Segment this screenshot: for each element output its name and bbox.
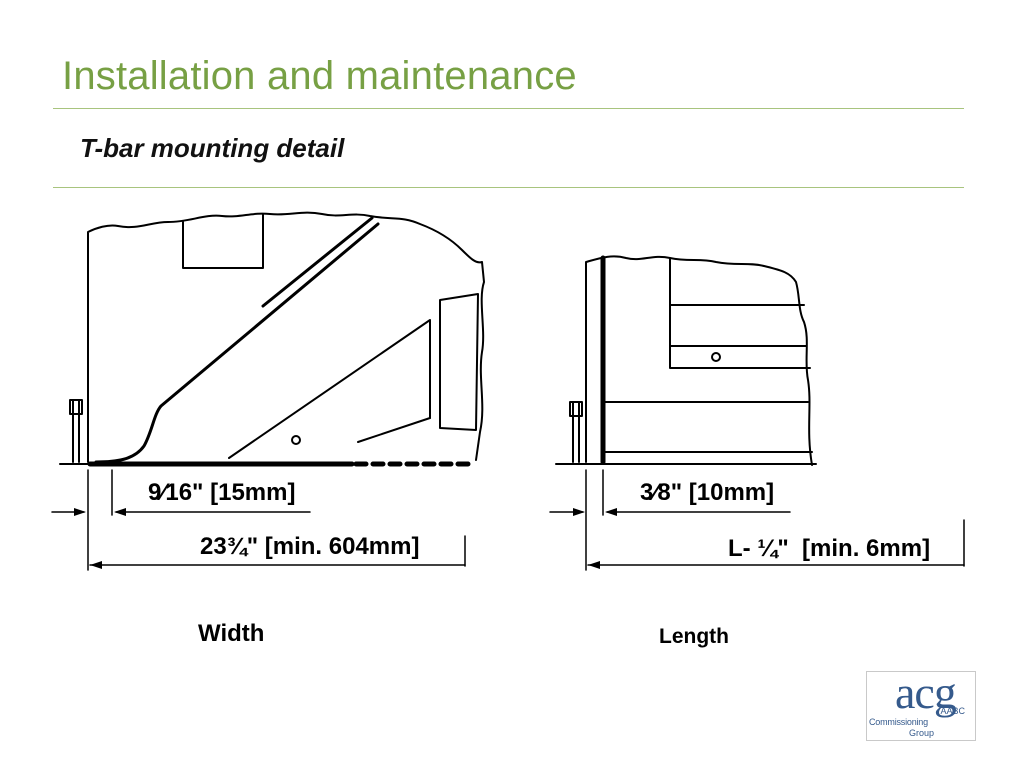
length-arrow-a: [573, 508, 585, 516]
length-tbar-icon: [569, 401, 583, 463]
width-arrow-a: [74, 508, 86, 516]
subtitle-divider: [53, 187, 964, 188]
logo-mark: acg: [895, 667, 957, 718]
width-right-box: [439, 293, 479, 431]
logo-line-aabc: AABC: [940, 706, 965, 716]
length-housing-outline: [585, 255, 813, 466]
length-inner-box: [669, 257, 811, 369]
width-diagonal-upper: [261, 216, 374, 308]
length-arrow-b: [605, 508, 617, 516]
width-dim-inner: 9⁄16" [15mm]: [148, 479, 295, 506]
width-top-notch: [182, 213, 264, 269]
width-screw-icon: [291, 435, 301, 445]
acg-logo: acg AABC Commissioning Group: [866, 667, 976, 741]
length-screw-icon: [711, 352, 721, 362]
length-caption: Length: [659, 625, 729, 648]
width-dim-outer: 23¾" [min. 604mm]: [200, 533, 419, 560]
width-drawing: [51, 211, 485, 571]
width-arrow-c: [90, 561, 102, 569]
width-caption: Width: [198, 620, 265, 647]
slide-title: Installation and maintenance: [62, 54, 577, 98]
width-inner-brace: [357, 417, 431, 443]
logo-line-commissioning: Commissioning: [869, 717, 928, 727]
length-dim-outer: L- ¼" [min. 6mm]: [728, 535, 930, 562]
width-arrow-b: [114, 508, 126, 516]
title-divider: [53, 108, 964, 109]
length-drawing: [549, 255, 965, 571]
length-dim-inner: 3⁄8" [10mm]: [640, 479, 774, 506]
width-housing-outline: [87, 211, 485, 463]
width-inner-triangle: [228, 319, 431, 459]
logo-line-group: Group: [909, 728, 935, 738]
length-arrow-c: [588, 561, 600, 569]
width-diagonal-lower: [94, 222, 380, 464]
slide-subtitle: T-bar mounting detail: [80, 133, 345, 163]
width-tbar-icon: [69, 399, 83, 463]
